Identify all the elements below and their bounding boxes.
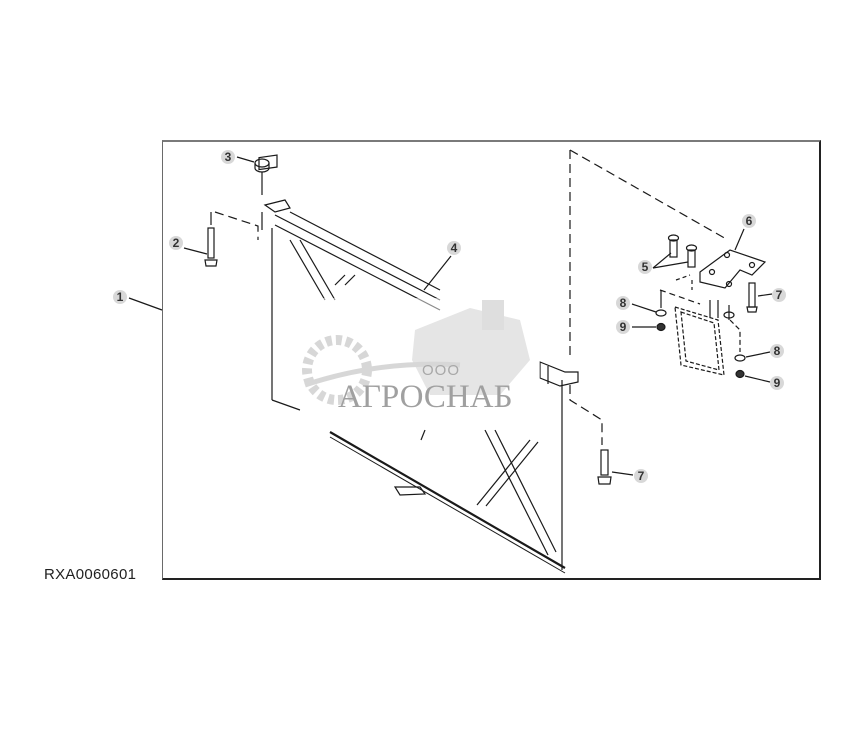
watermark-brand: АГРОСНАБ [338,379,513,415]
leader-2 [183,247,208,255]
callout-6[interactable]: 6 [742,214,756,228]
watermark-prefix: ООО [422,362,461,379]
leader-8a [631,303,657,313]
leader-5a [652,252,672,269]
watermark [300,298,540,430]
callout-7-lower[interactable]: 7 [634,469,648,483]
leader-6 [734,228,745,251]
callout-9-left[interactable]: 9 [616,320,630,334]
leader-7a [757,293,773,297]
top-mount-plate [263,199,291,213]
leader-8b [745,351,771,358]
callout-7-upper[interactable]: 7 [772,288,786,302]
diagram-frame [162,140,821,580]
callout-8-right[interactable]: 8 [770,344,784,358]
callout-9-right[interactable]: 9 [770,376,784,390]
leader-9b [744,375,771,383]
callout-3[interactable]: 3 [221,150,235,164]
callout-5[interactable]: 5 [638,260,652,274]
callout-4[interactable]: 4 [447,241,461,255]
leader-1 [128,297,163,311]
leader-5b [652,261,689,269]
callout-8-left[interactable]: 8 [616,296,630,310]
mount-tab [258,154,278,171]
leader-7b [611,471,634,476]
callout-1[interactable]: 1 [113,290,127,304]
callout-2[interactable]: 2 [169,236,183,250]
leader-4 [423,255,452,291]
figure-id-label: RXA0060601 [44,566,137,583]
leader-3 [236,156,255,163]
